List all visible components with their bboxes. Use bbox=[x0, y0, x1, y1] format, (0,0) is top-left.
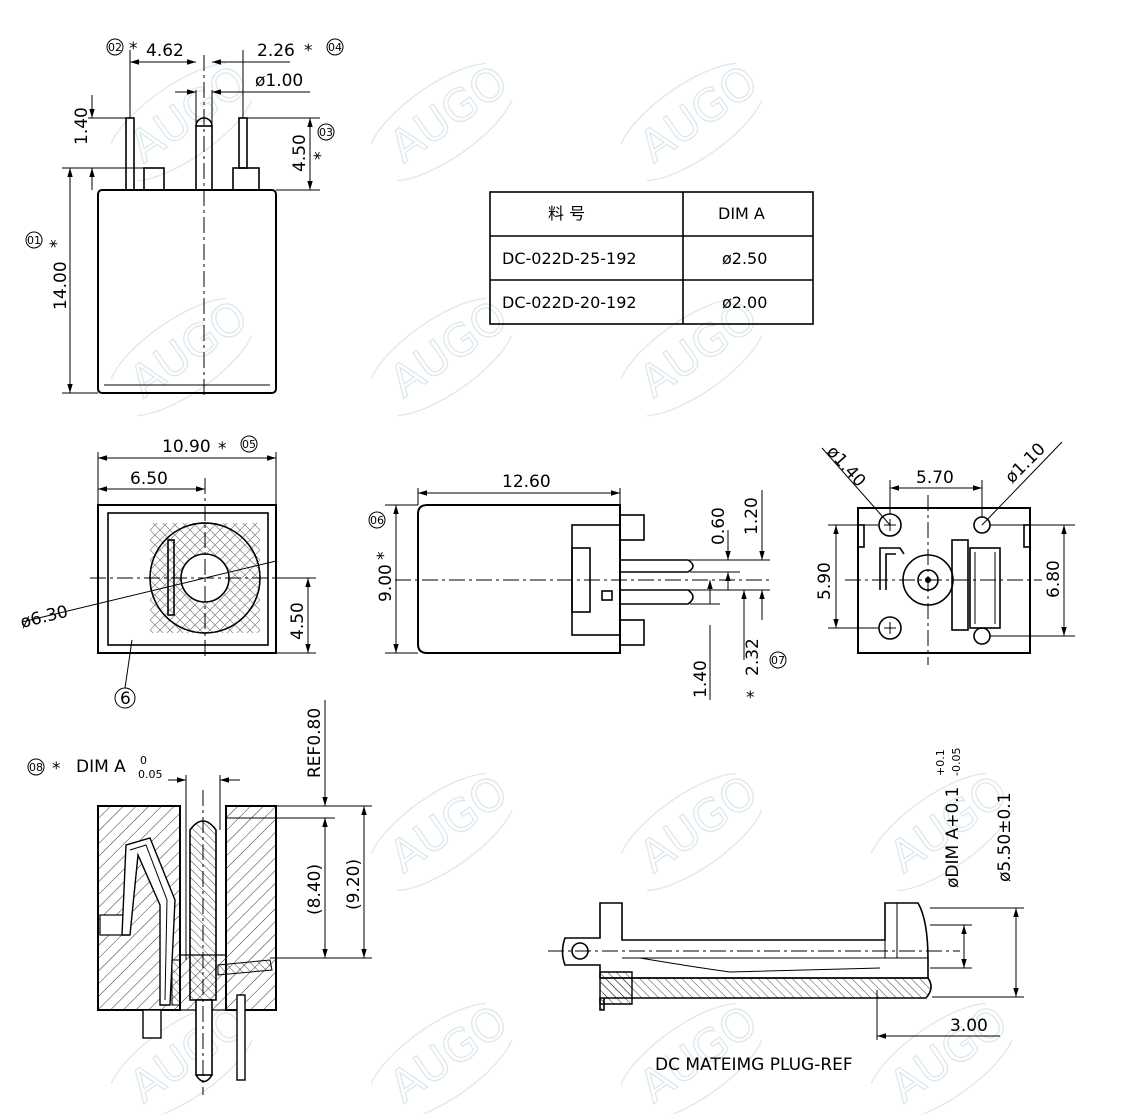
dim-1-40-side: 1.40 bbox=[691, 660, 711, 698]
watermark-text: AUGO bbox=[881, 996, 1018, 1113]
callout-08: 08 bbox=[29, 761, 43, 774]
watermark-text: AUGO bbox=[631, 766, 768, 883]
dim-dia-1-00: ø1.00 bbox=[255, 71, 303, 91]
table-cell: ø2.50 bbox=[722, 249, 767, 268]
star-mark: * bbox=[129, 39, 138, 59]
dim-5-90: 5.90 bbox=[815, 562, 835, 600]
watermark-text: AUGO bbox=[121, 56, 258, 173]
dim-dim-a: DIM A bbox=[76, 757, 126, 777]
callout-01: 01 bbox=[27, 234, 41, 247]
watermark-text: AUGO bbox=[381, 996, 518, 1113]
watermark-text: AUGO bbox=[381, 56, 518, 173]
watermark-text: AUGO bbox=[381, 291, 518, 408]
star-mark: * bbox=[304, 41, 313, 61]
star-mark: * bbox=[52, 759, 61, 779]
dim-8-40: (8.40) bbox=[305, 864, 325, 915]
side-view: 12.60 9.00 * 06 0.60 1.20 1.40 2.32 07 * bbox=[368, 472, 787, 708]
star-mark: * bbox=[374, 552, 394, 561]
dim-6-80: 6.80 bbox=[1044, 560, 1064, 598]
dim-ref-0-80: REF0.80 bbox=[305, 708, 325, 778]
dim-9-20: (9.20) bbox=[344, 859, 364, 910]
star-mark: * bbox=[311, 152, 331, 161]
callout-06: 06 bbox=[370, 514, 384, 527]
dim-dim-a-plus-dn: -0.05 bbox=[950, 748, 963, 776]
dim-6-50: 6.50 bbox=[130, 469, 168, 489]
dim-dim-a-plus-up: +0.1 bbox=[934, 749, 947, 776]
callout-6: 6 bbox=[120, 689, 131, 709]
dim-4-62: 4.62 bbox=[146, 41, 184, 61]
dim-dim-a-tol-up: 0 bbox=[140, 754, 147, 767]
watermark-text: AUGO bbox=[121, 291, 258, 408]
dim-3-00: 3.00 bbox=[950, 1016, 988, 1036]
callout-07: 07 bbox=[771, 654, 785, 667]
dim-12-60: 12.60 bbox=[502, 472, 551, 492]
dim-4-50-top: 4.50 bbox=[290, 134, 310, 172]
dim-1-20: 1.20 bbox=[742, 497, 762, 535]
dim-2-32: 2.32 bbox=[743, 638, 763, 676]
star-mark: * bbox=[218, 439, 227, 459]
dim-dim-a-tol-dn: 0.05 bbox=[138, 768, 163, 781]
dim-1-40-top: 1.40 bbox=[72, 107, 92, 145]
star-mark: * bbox=[47, 240, 67, 249]
dim-dia-dim-a-plus: øDIM A+0.1 bbox=[943, 787, 963, 889]
dim-2-26: 2.26 bbox=[257, 41, 295, 61]
star-mark: * bbox=[746, 688, 755, 708]
section-view: 08 * DIM A 0 0.05 REF0.80 (8.40) (9.20) bbox=[27, 700, 372, 1095]
plug-caption: DC MATEIMG PLUG-REF bbox=[655, 1055, 853, 1075]
dim-14-00: 14.00 bbox=[51, 261, 71, 310]
rear-view: 5.70 ø1.40 ø1.10 5.90 6.80 bbox=[815, 439, 1075, 665]
watermark-text: AUGO bbox=[631, 56, 768, 173]
callout-04: 03 bbox=[319, 126, 333, 139]
callout-03: 04 bbox=[328, 41, 342, 54]
table-cell: DC-022D-25-192 bbox=[502, 249, 637, 268]
dim-5-70: 5.70 bbox=[916, 468, 954, 488]
table-header-dim: DIM A bbox=[718, 204, 765, 223]
dim-10-90: 10.90 bbox=[162, 437, 211, 457]
dim-4-50: 4.50 bbox=[288, 602, 308, 640]
front-view: 02 * 4.62 2.26 * 04 ø1.00 1.40 14.00 01 … bbox=[25, 38, 344, 395]
callout-05: 05 bbox=[242, 438, 256, 451]
dim-dia-6-30: ø6.30 bbox=[18, 602, 70, 633]
table-cell: DC-022D-20-192 bbox=[502, 293, 637, 312]
part-table: 料 号 DIM A DC-022D-25-192 ø2.50 DC-022D-2… bbox=[489, 191, 814, 325]
table-header-part: 料 号 bbox=[548, 204, 585, 223]
dim-9-00: 9.00 bbox=[376, 564, 396, 602]
table-cell: ø2.00 bbox=[722, 293, 767, 312]
dim-dia-1-40: ø1.40 bbox=[822, 442, 869, 491]
bottom-view: 10.90 * 05 6.50 4.50 ø6.30 6 bbox=[18, 435, 316, 709]
callout-02: 02 bbox=[108, 41, 122, 54]
mating-plug-view: øDIM A+0.1 +0.1 -0.05 ø5.50±0.1 3.00 DC … bbox=[548, 748, 1024, 1075]
watermark-text: AUGO bbox=[381, 766, 518, 883]
dim-0-60: 0.60 bbox=[709, 507, 729, 545]
dim-dia-5-50: ø5.50±0.1 bbox=[995, 792, 1015, 882]
